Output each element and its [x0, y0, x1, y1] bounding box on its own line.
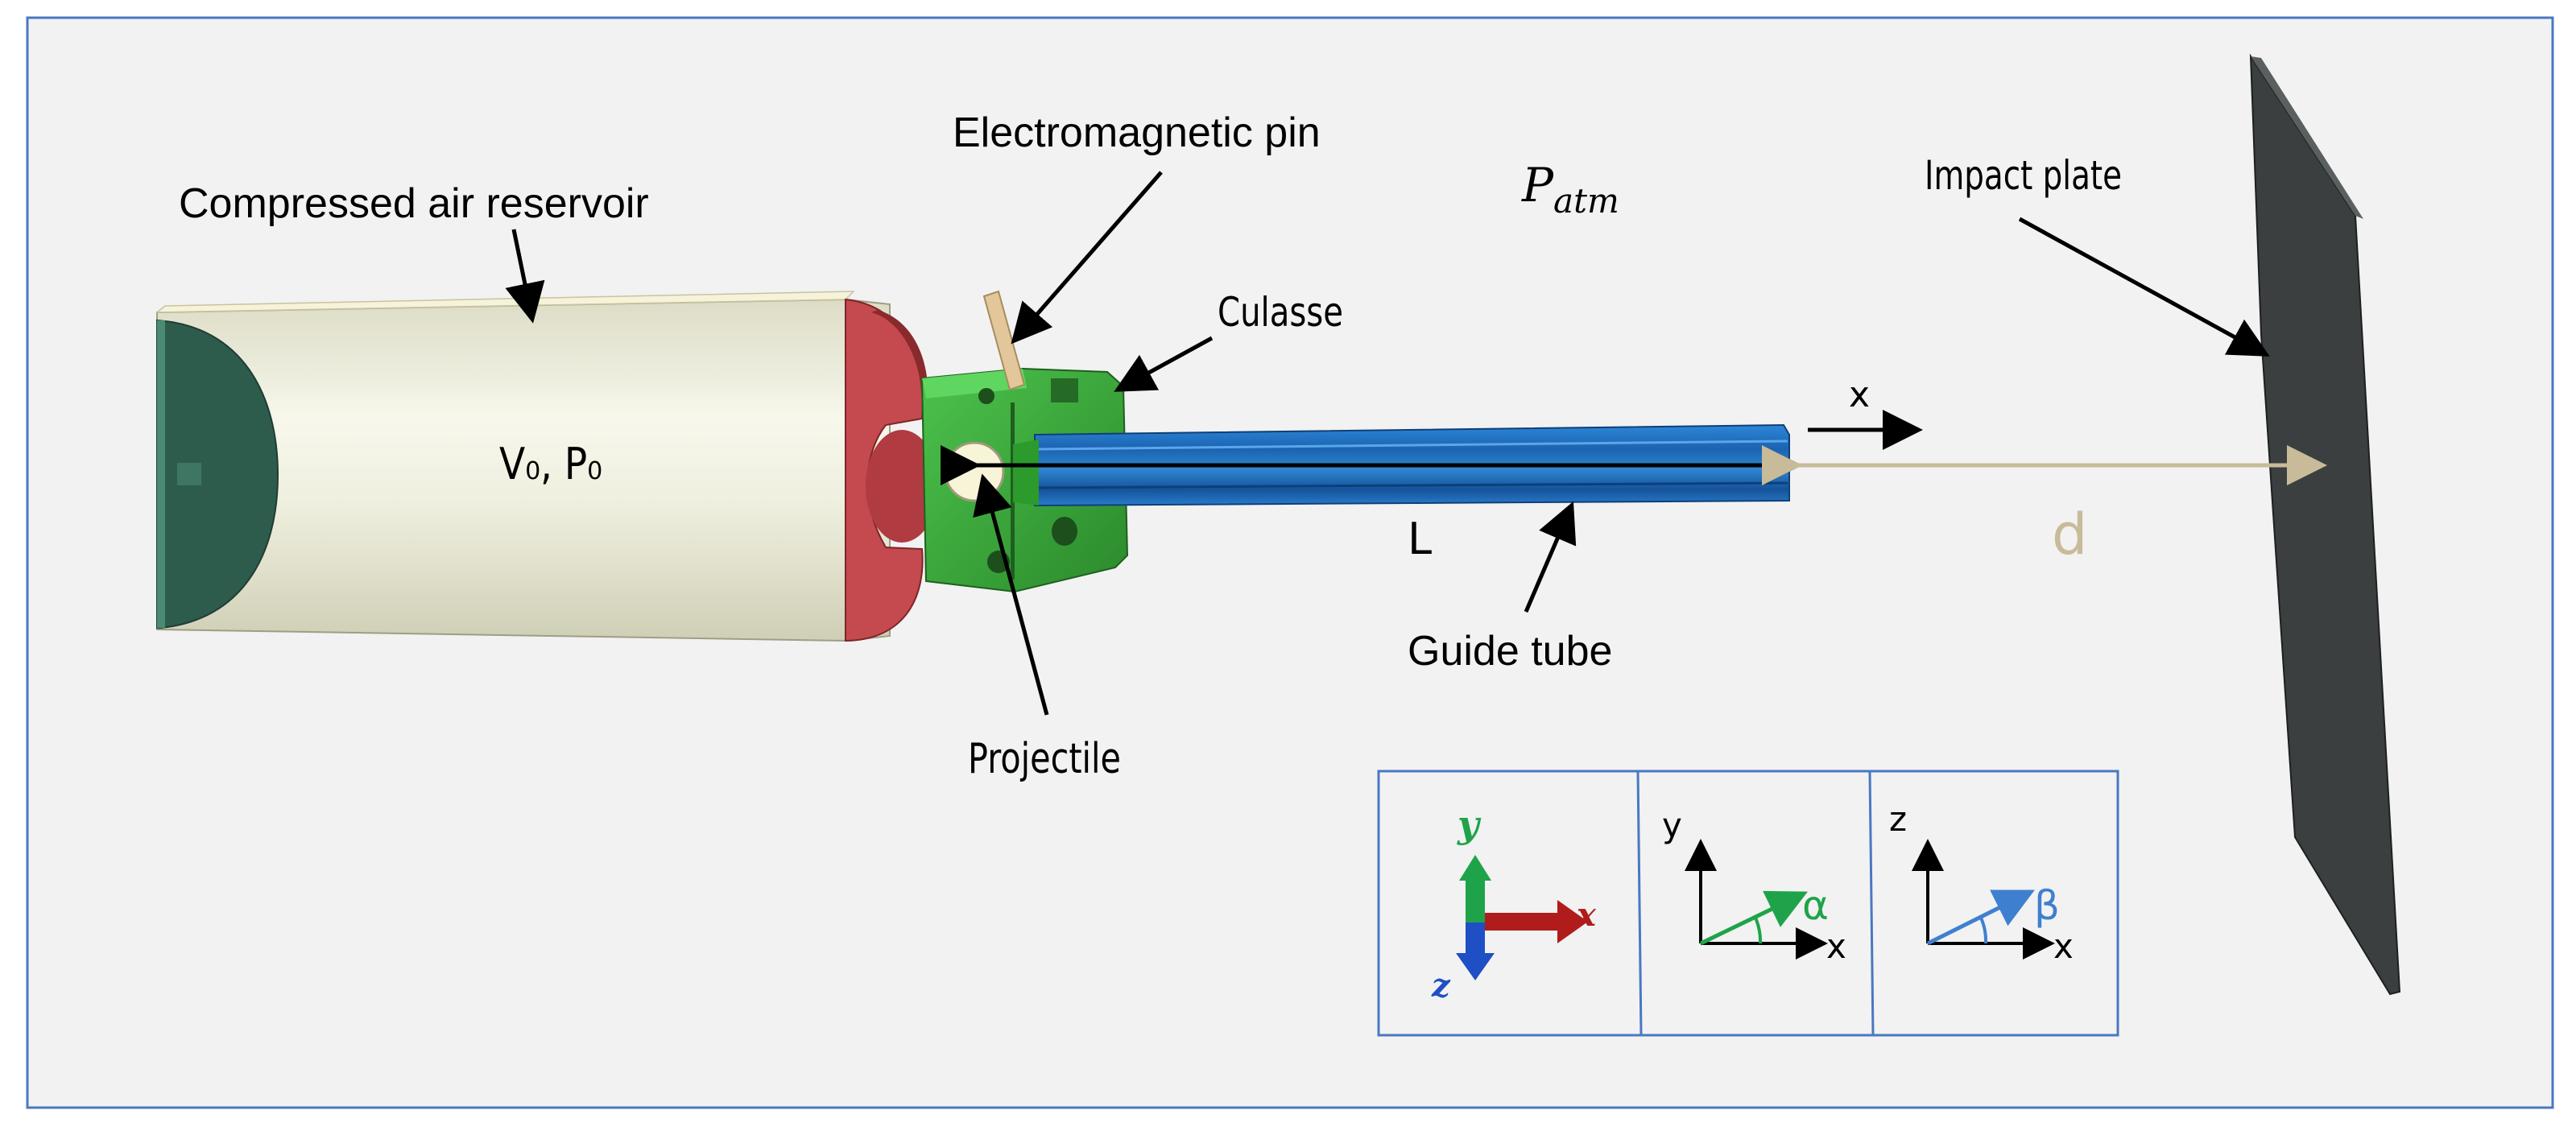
reservoir-leader [505, 229, 545, 324]
culasse-label: Culasse [1218, 289, 1343, 336]
frame-z-label: z [1431, 967, 1451, 1005]
axes-legend-panel: y x z y x α z x β [1377, 770, 2119, 1037]
projectile-leader [973, 473, 1049, 716]
length-label: L [1408, 514, 1432, 564]
guide-tube-leader [1524, 501, 1577, 613]
axis-x-red [1478, 913, 1559, 931]
compressed-air-reservoir [155, 291, 938, 642]
3d-axes-frame: y x z [1431, 803, 1597, 1005]
electromagnetic-pin [982, 290, 1026, 391]
reservoir-label: Compressed air reservoir [179, 180, 649, 227]
projectile [944, 441, 1005, 502]
x-direction-label: x [1849, 374, 1870, 415]
culasse-leader [1114, 336, 1214, 392]
xy-y-label: y [1662, 806, 1682, 845]
pin-leader [1011, 171, 1163, 345]
projectile-label: Projectile [968, 735, 1121, 783]
frame-y-label: y [1457, 803, 1482, 846]
beta-label: β [2034, 882, 2060, 929]
impact-plate-leader [2018, 217, 2270, 357]
v0p0-label: V₀, P₀ [499, 439, 602, 489]
beta-angle-xz: z x β [1889, 799, 2074, 966]
xz-x-label: x [2053, 927, 2074, 966]
alpha-angle-xy: y x α [1662, 806, 1846, 966]
patm-main: P [1521, 158, 1554, 213]
patm-label: Patm [1521, 158, 1619, 221]
reservoir-end-cap [156, 319, 279, 629]
alpha-label: α [1802, 882, 1829, 929]
frame-x-label: x [1576, 896, 1597, 934]
pin-label: Electromagnetic pin [953, 109, 1321, 156]
guide-tube-label: Guide tube [1408, 628, 1612, 675]
xy-x-label: x [1826, 927, 1846, 966]
patm-sub: atm [1553, 181, 1619, 221]
impact-plate-label: Impact plate [1925, 152, 2122, 199]
xz-z-label: z [1889, 799, 1907, 839]
axis-y-green [1466, 877, 1485, 922]
distance-label: d [2052, 501, 2087, 568]
